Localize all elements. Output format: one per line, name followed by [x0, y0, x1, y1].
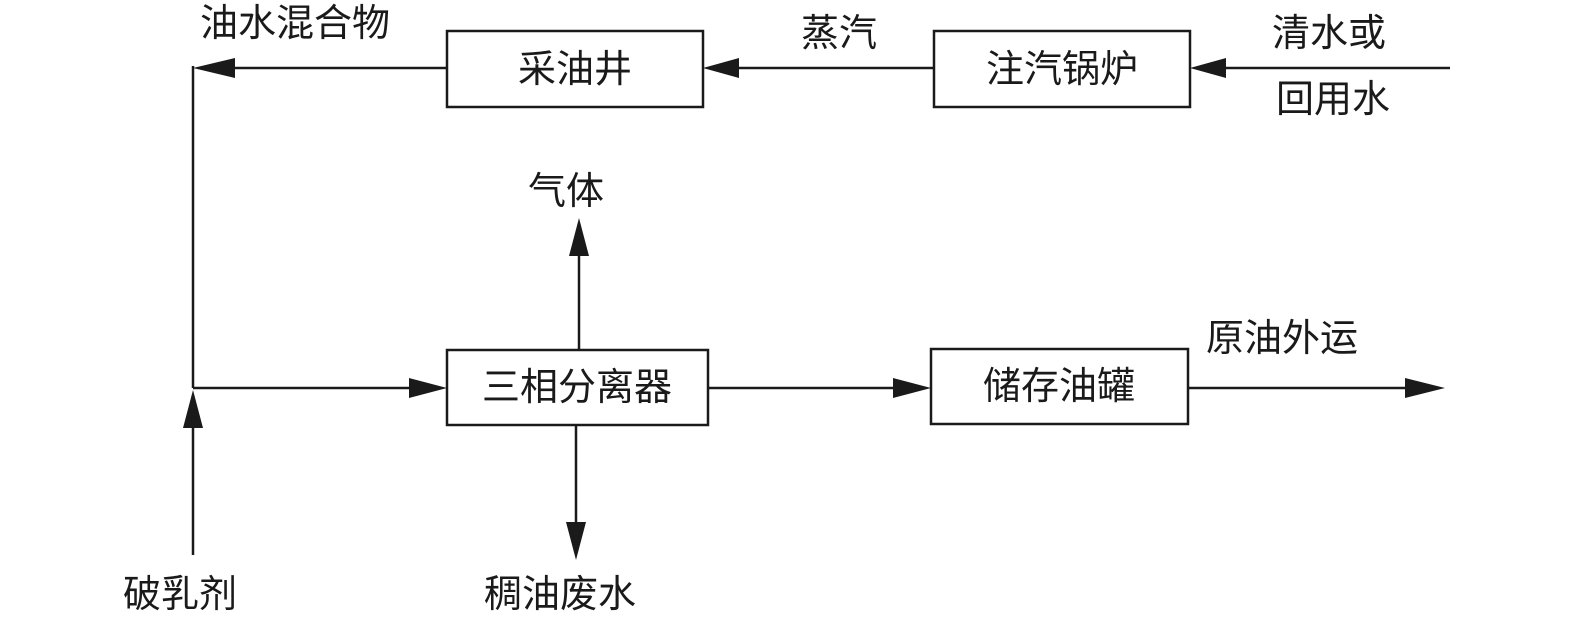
label-demulsifier: 破乳剂: [123, 572, 237, 616]
box-boiler-label: 注汽锅炉: [986, 47, 1138, 91]
arrow-demulsifier-up: [183, 390, 203, 428]
label-water-line1: 清水或: [1272, 11, 1386, 55]
label-gas: 气体: [528, 169, 604, 213]
arrow-into-boiler: [1190, 58, 1226, 78]
box-well: 采油井: [445, 29, 705, 109]
label-oil-water-mixture: 油水混合物: [200, 1, 390, 45]
box-tank: 储存油罐: [929, 347, 1190, 426]
arrow-into-tank: [893, 378, 931, 398]
box-well-label: 采油井: [518, 47, 632, 91]
label-wastewater: 稠油废水: [484, 572, 636, 616]
label-crude-export: 原油外运: [1206, 316, 1358, 360]
box-boiler: 注汽锅炉: [932, 29, 1192, 109]
box-tank-label: 储存油罐: [983, 364, 1135, 408]
arrow-into-separator: [409, 378, 447, 398]
arrow-mixture-left: [193, 58, 235, 78]
arrow-crude-export: [1405, 378, 1445, 398]
arrow-wastewater-down: [566, 522, 586, 560]
box-separator: 三相分离器: [445, 348, 710, 427]
label-steam: 蒸汽: [801, 11, 877, 55]
arrow-into-well: [703, 58, 739, 78]
label-water-line2: 回用水: [1276, 77, 1390, 121]
box-separator-label: 三相分离器: [482, 365, 672, 409]
arrow-gas-up: [569, 218, 589, 256]
